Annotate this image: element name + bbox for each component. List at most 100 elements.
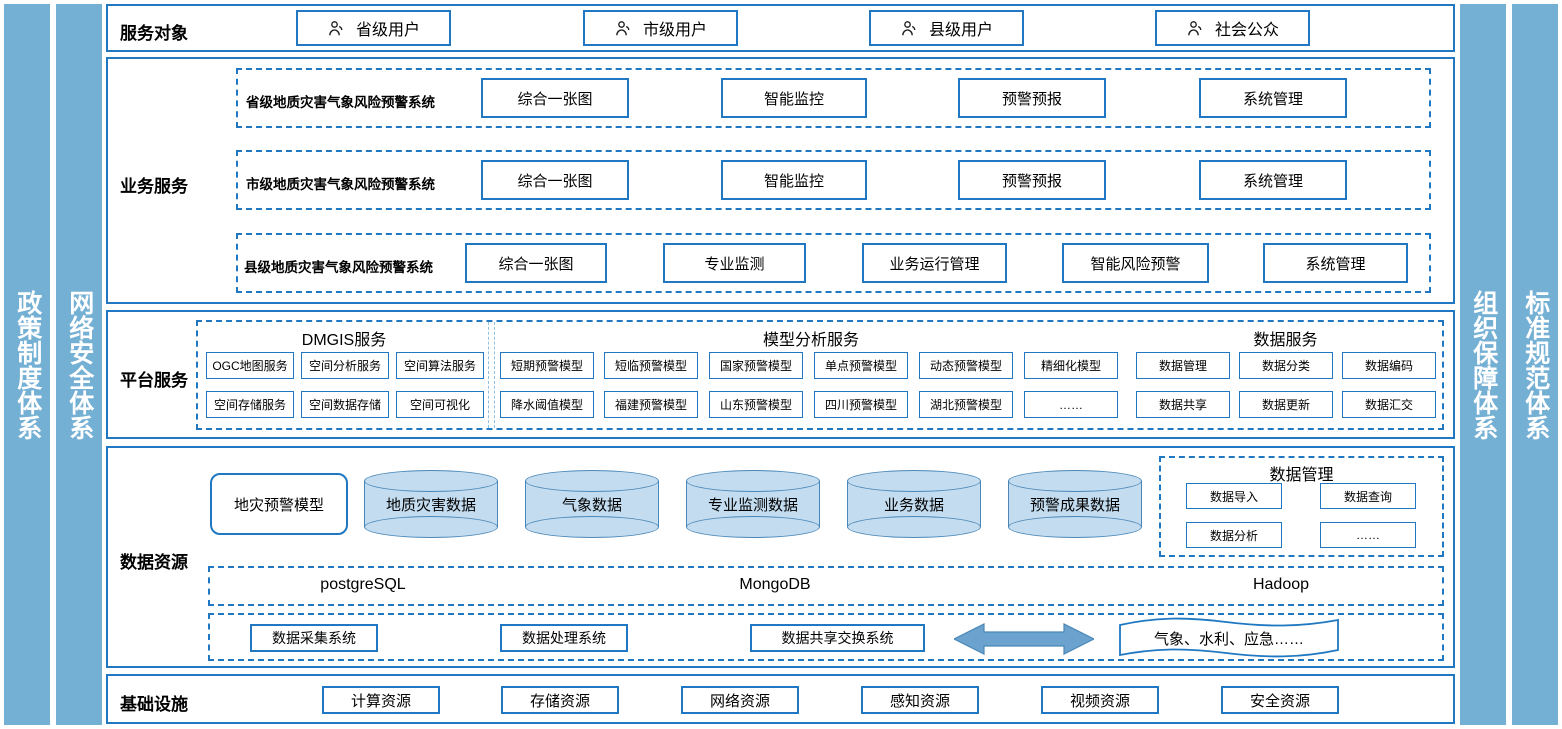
model-sichuan-warning[interactable]: 四川预警模型	[814, 391, 908, 418]
infrastructure-video-resource[interactable]: 视频资源	[1041, 686, 1159, 714]
municipal-system-group	[236, 150, 1431, 210]
data-systems-band	[208, 613, 1444, 661]
dmgis-spatial-storage-service[interactable]: 空间存储服务	[206, 391, 294, 418]
person-icon	[902, 20, 916, 35]
infrastructure-sensing-resource[interactable]: 感知资源	[861, 686, 979, 714]
person-icon	[616, 20, 630, 35]
data-service-classification[interactable]: 数据分类	[1239, 352, 1333, 379]
dmgis-service-group	[199, 322, 489, 428]
cylinder-professional-monitoring-data[interactable]: 专业监测数据	[686, 470, 820, 538]
cylinder-geohazard-data-label: 地质灾害数据	[385, 496, 476, 514]
cylinder-top	[364, 470, 498, 492]
data-collection-system[interactable]: 数据采集系统	[250, 624, 378, 652]
person-icon	[1188, 20, 1202, 35]
service-object-public-user[interactable]: 社会公众	[1155, 10, 1310, 46]
sidebar-policy-system: 政策制度体系	[4, 4, 50, 725]
data-management-import[interactable]: 数据导入	[1186, 483, 1282, 509]
cylinder-top	[686, 470, 820, 492]
infrastructure-network-resource[interactable]: 网络资源	[681, 686, 799, 714]
municipal-module-integrated-map[interactable]: 综合一张图	[481, 160, 629, 200]
service-object-municipal-user-label: 市级用户	[642, 22, 707, 39]
data-service-encoding[interactable]: 数据编码	[1342, 352, 1436, 379]
cylinder-meteorological-data-label: 气象数据	[561, 496, 622, 514]
sidebar-policy-system-label: 政策制度体系	[13, 289, 42, 440]
provincial-system-name: 省级地质灾害气象风险预警系统	[246, 95, 435, 110]
infrastructure-label: 基础设施	[120, 695, 188, 714]
county-system-group	[236, 233, 1431, 293]
provincial-module-system-management[interactable]: 系统管理	[1199, 78, 1347, 118]
cylinder-bottom	[1008, 516, 1142, 538]
model-single-point-warning[interactable]: 单点预警模型	[814, 352, 908, 379]
municipal-system-name: 市级地质灾害气象风险预警系统	[246, 177, 435, 192]
sidebar-organization-guarantee-system-label: 组织保障体系	[1469, 289, 1498, 440]
data-service-update[interactable]: 数据更新	[1239, 391, 1333, 418]
model-national-warning[interactable]: 国家预警模型	[709, 352, 803, 379]
data-resources-label: 数据资源	[120, 553, 188, 572]
cylinder-warning-result-data[interactable]: 预警成果数据	[1008, 470, 1142, 538]
cylinder-top	[847, 470, 981, 492]
model-precipitation-threshold[interactable]: 降水阈值模型	[500, 391, 594, 418]
data-management-more[interactable]: ……	[1320, 522, 1416, 548]
model-fujian-warning[interactable]: 福建预警模型	[604, 391, 698, 418]
infrastructure-computing-resource[interactable]: 计算资源	[322, 686, 440, 714]
service-object-county-user-label: 县级用户	[928, 22, 993, 39]
county-module-system-management[interactable]: 系统管理	[1263, 243, 1408, 283]
infrastructure-storage-resource[interactable]: 存储资源	[501, 686, 619, 714]
county-module-business-operation-management[interactable]: 业务运行管理	[862, 243, 1007, 283]
data-service-sharing[interactable]: 数据共享	[1136, 391, 1230, 418]
provincial-module-smart-monitoring[interactable]: 智能监控	[721, 78, 867, 118]
dmgis-ogc-map-service[interactable]: OGC地图服务	[206, 352, 294, 379]
data-management-title: 数据管理	[1269, 467, 1334, 484]
model-refined[interactable]: 精细化模型	[1024, 352, 1118, 379]
model-short-imminent-warning[interactable]: 短临预警模型	[604, 352, 698, 379]
dmgis-spatial-data-storage[interactable]: 空间数据存储	[301, 391, 389, 418]
wavy-doc-shape	[1119, 617, 1339, 658]
cylinder-warning-result-data-label: 预警成果数据	[1029, 496, 1120, 514]
municipal-module-smart-monitoring[interactable]: 智能监控	[721, 160, 867, 200]
cylinder-business-data[interactable]: 业务数据	[847, 470, 981, 538]
municipal-module-warning-forecast[interactable]: 预警预报	[958, 160, 1106, 200]
data-management-query[interactable]: 数据查询	[1320, 483, 1416, 509]
service-objects-label: 服务对象	[120, 24, 188, 43]
county-module-smart-risk-warning[interactable]: 智能风险预警	[1062, 243, 1209, 283]
model-more[interactable]: ……	[1024, 391, 1118, 418]
data-service-submission[interactable]: 数据汇交	[1342, 391, 1436, 418]
platform-services-label: 平台服务	[120, 371, 188, 390]
cylinder-professional-monitoring-data-label: 专业监测数据	[707, 496, 798, 514]
infrastructure-security-resource[interactable]: 安全资源	[1221, 686, 1339, 714]
external-departments-doc[interactable]: 气象、水利、应急……	[1116, 616, 1342, 660]
cylinder-meteorological-data[interactable]: 气象数据	[525, 470, 659, 538]
data-management-analysis[interactable]: 数据分析	[1186, 522, 1282, 548]
model-shandong-warning[interactable]: 山东预警模型	[709, 391, 803, 418]
model-analysis-service-group	[494, 322, 1128, 428]
county-module-integrated-map[interactable]: 综合一张图	[465, 243, 607, 283]
data-service-management[interactable]: 数据管理	[1136, 352, 1230, 379]
model-dynamic-warning[interactable]: 动态预警模型	[919, 352, 1013, 379]
county-module-professional-monitoring[interactable]: 专业监测	[663, 243, 806, 283]
service-object-county-user[interactable]: 县级用户	[869, 10, 1024, 46]
data-sharing-exchange-system[interactable]: 数据共享交换系统	[750, 624, 925, 652]
model-hubei-warning[interactable]: 湖北预警模型	[919, 391, 1013, 418]
cylinder-bottom	[364, 516, 498, 538]
sidebar-network-security-system-label: 网络安全体系	[65, 289, 94, 440]
data-processing-system[interactable]: 数据处理系统	[500, 624, 628, 652]
cylinder-business-data-label: 业务数据	[883, 496, 944, 514]
geohazard-warning-model-box[interactable]: 地灾预警模型	[210, 473, 348, 535]
service-object-municipal-user[interactable]: 市级用户	[583, 10, 738, 46]
municipal-module-system-management[interactable]: 系统管理	[1199, 160, 1347, 200]
provincial-module-integrated-map[interactable]: 综合一张图	[481, 78, 629, 118]
cylinder-geohazard-data[interactable]: 地质灾害数据	[364, 470, 498, 538]
cylinder-bottom	[686, 516, 820, 538]
service-object-provincial-user[interactable]: 省级用户	[296, 10, 451, 46]
sidebar-standard-specification-system-label: 标准规范体系	[1521, 289, 1550, 440]
dmgis-service-title: DMGIS服务	[301, 332, 387, 349]
dmgis-spatial-analysis-service[interactable]: 空间分析服务	[301, 352, 389, 379]
double-arrow-svg	[952, 623, 1096, 655]
model-short-term-warning[interactable]: 短期预警模型	[500, 352, 594, 379]
cylinder-bottom	[525, 516, 659, 538]
dmgis-spatial-algorithm-service[interactable]: 空间算法服务	[396, 352, 484, 379]
provincial-module-warning-forecast[interactable]: 预警预报	[958, 78, 1106, 118]
county-system-name: 县级地质灾害气象风险预警系统	[244, 260, 433, 275]
dmgis-spatial-visualization[interactable]: 空间可视化	[396, 391, 484, 418]
